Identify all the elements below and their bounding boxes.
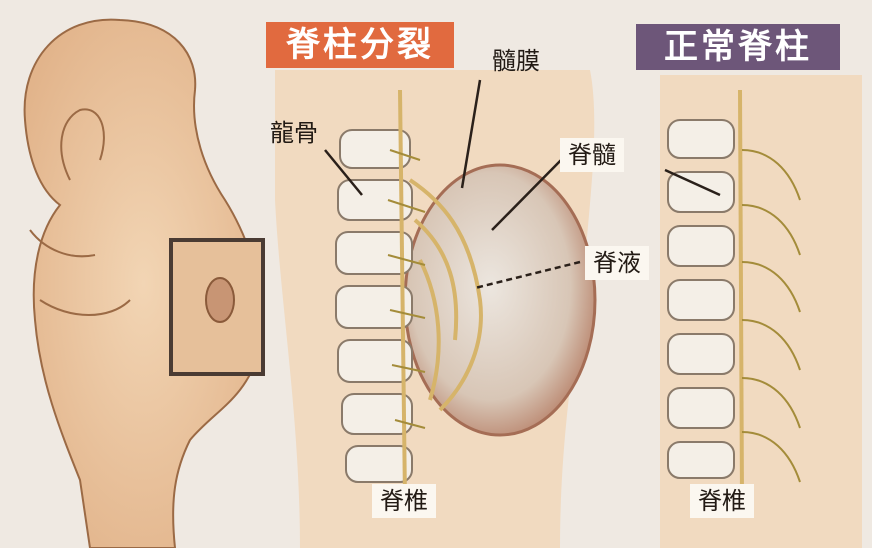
spina-bifida-panel: [275, 70, 595, 548]
label-meninges: 髓膜: [492, 46, 540, 76]
title-normal-spine: 正常脊柱: [636, 24, 840, 70]
label-spinal-fluid: 脊液: [585, 246, 649, 280]
normal-spine-panel: [660, 75, 862, 548]
label-vertebra-bone: 龍骨: [270, 118, 318, 148]
title-spina-bifida: 脊柱分裂: [266, 22, 454, 68]
lesion-highlight-box: [171, 240, 263, 374]
label-spinal-cord: 脊髓: [560, 138, 624, 172]
label-spine-right: 脊椎: [690, 484, 754, 518]
label-spine-left: 脊椎: [372, 484, 436, 518]
